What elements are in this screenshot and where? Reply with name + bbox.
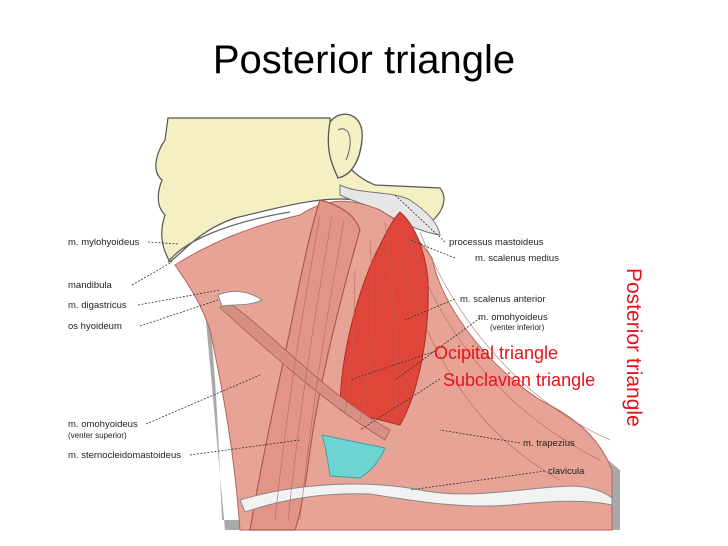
label-omohyoideus-left: m. omohyoideus [68, 419, 138, 430]
subclavian-region [321, 434, 386, 479]
label-os-hyoideum: os hyoideum [68, 321, 122, 332]
hyoid-bone [217, 290, 263, 307]
label-omohyoideus-right: m. omohyoideus [478, 312, 548, 323]
label-digastricus: m. digastricus [68, 300, 127, 311]
vertical-title: Posterior triangle [622, 268, 645, 427]
label-processus-mastoideus: processus mastoideus [449, 237, 544, 248]
muscle-fibre-lines [274, 214, 611, 521]
label-sternocleidomastoideus: m. sternocleidomastoideus [68, 450, 181, 461]
label-mandibula: mandibula [68, 280, 112, 291]
label-omohyoideus-right-sub: (venter inferior) [490, 323, 545, 332]
slide-title: Posterior triangle [212, 38, 516, 82]
leader-lines [131, 194, 546, 491]
label-occipital-triangle: Ocipital triangle [434, 343, 559, 363]
sternocleidomastoid-muscle [249, 199, 361, 531]
ear-inner [337, 128, 351, 161]
label-subclavian-triangle: Subclavian triangle [443, 370, 596, 390]
omohyoid-muscle [219, 299, 391, 441]
label-clavicula: clavicula [548, 466, 585, 477]
clavicle-bone [239, 483, 613, 513]
label-omohyoideus-left-sub: (venter superior) [68, 431, 127, 440]
head-face-region [155, 117, 445, 263]
jaw-line [167, 211, 291, 263]
label-scalenus-anterior: m. scalenus anterior [460, 294, 546, 305]
label-mylohyoideus: m. mylohyoideus [68, 237, 140, 248]
label-scalenus-medius: m. scalenus medius [475, 253, 559, 264]
ear [327, 113, 363, 179]
label-trapezius: m. trapezius [523, 438, 575, 449]
